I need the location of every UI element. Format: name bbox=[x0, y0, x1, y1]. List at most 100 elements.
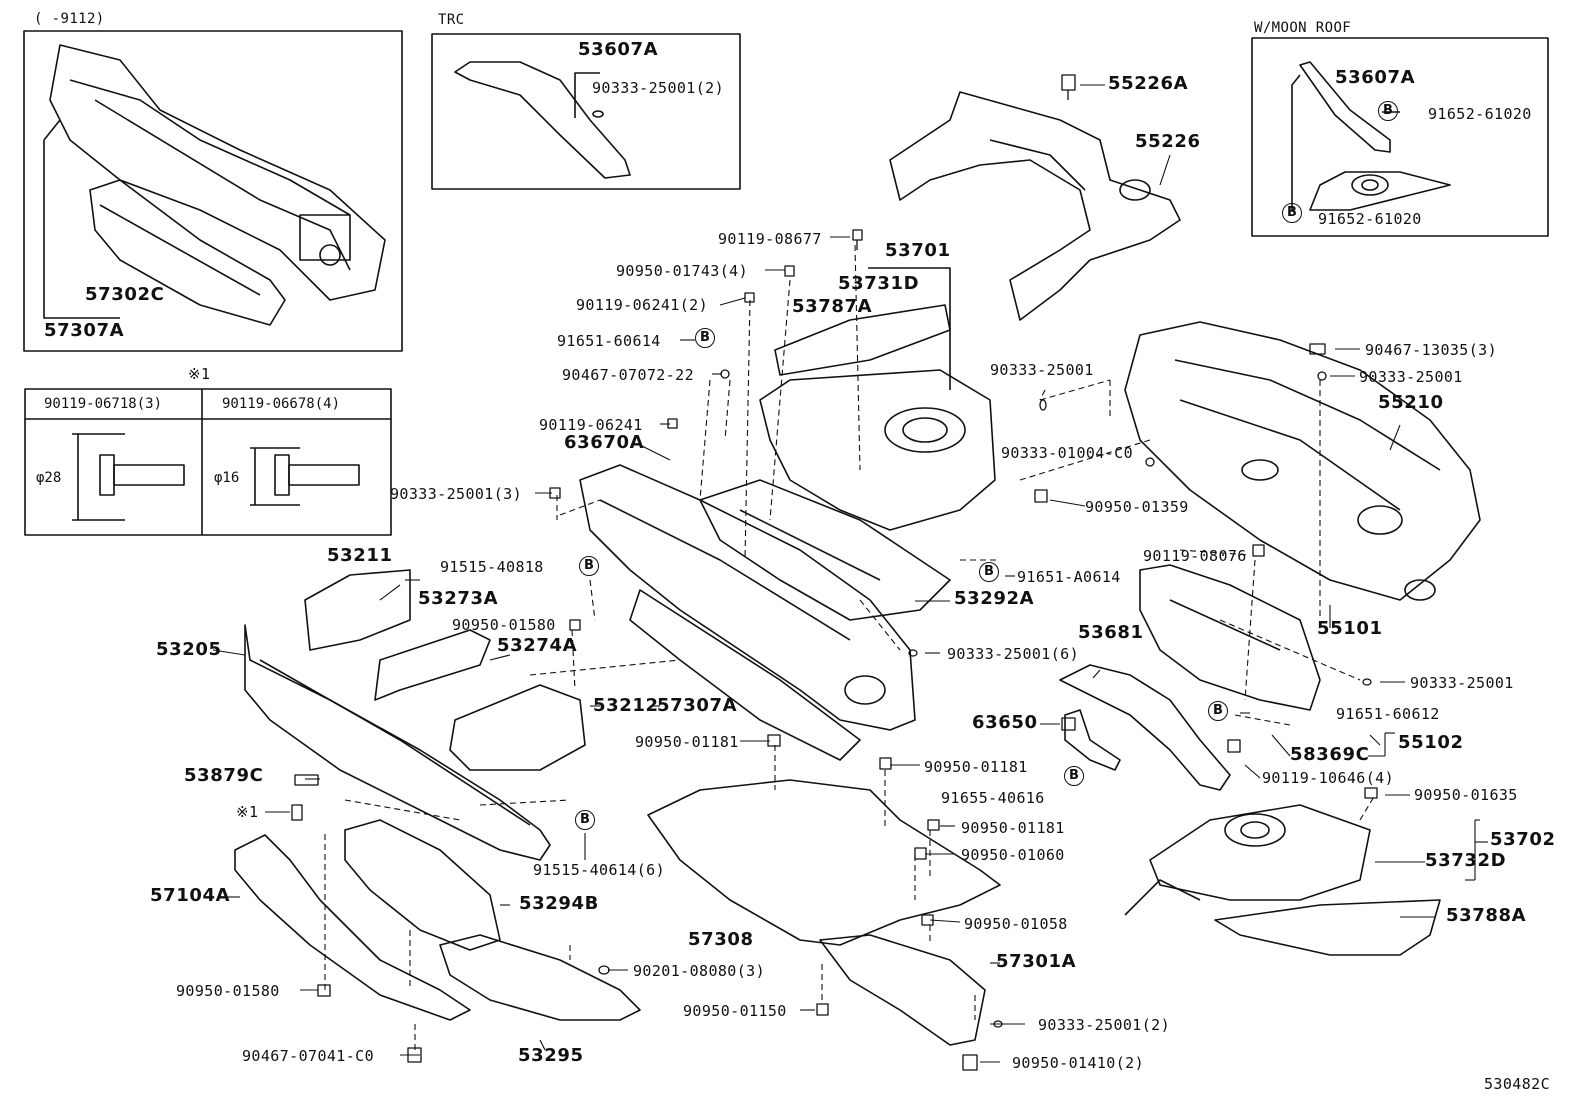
label-90333-25001-2-trc: 90333-25001(2) bbox=[592, 79, 725, 97]
label-91651-60614: 91651-60614 bbox=[557, 332, 661, 350]
label-53731D: 53731D bbox=[838, 273, 920, 294]
label-53294B: 53294B bbox=[519, 893, 599, 914]
under-cover-53294B bbox=[344, 819, 501, 951]
dash-panel-part bbox=[1124, 321, 1481, 601]
inset-label-moonroof: W/MOON ROOF bbox=[1254, 20, 1352, 36]
label-53274A: 53274A bbox=[497, 635, 578, 656]
marker-b: B bbox=[979, 562, 999, 582]
label-53607A-trc: 53607A bbox=[578, 39, 659, 60]
inset-frame-trc bbox=[431, 33, 741, 190]
label-91515-40614: 91515-40614(6) bbox=[533, 861, 666, 879]
under-cover-57104A bbox=[234, 834, 471, 1021]
label-53292A: 53292A bbox=[954, 588, 1035, 609]
radiator-support-upper-part bbox=[579, 464, 916, 761]
label-53702: 53702 bbox=[1490, 829, 1556, 850]
diagram-id: 530482C bbox=[1484, 1075, 1551, 1093]
label-90119-08076: 90119-08076 bbox=[1143, 547, 1247, 565]
label-90950-01181-c: 90950-01181 bbox=[961, 819, 1065, 837]
inset-label-trc: TRC bbox=[438, 12, 465, 28]
label-53701: 53701 bbox=[885, 240, 951, 261]
bracket-53212 bbox=[449, 684, 586, 771]
label-90950-01743: 90950-01743(4) bbox=[616, 262, 749, 280]
label-90950-01635: 90950-01635 bbox=[1414, 786, 1518, 804]
label-55102: 55102 bbox=[1398, 732, 1464, 753]
label-90950-01359: 90950-01359 bbox=[1085, 498, 1189, 516]
bracket-53681 bbox=[1059, 664, 1231, 791]
label-53212: 53212 bbox=[593, 695, 659, 716]
label-90950-01181-b: 90950-01181 bbox=[924, 758, 1028, 776]
label-55226: 55226 bbox=[1135, 131, 1201, 152]
label-53732D: 53732D bbox=[1425, 850, 1507, 871]
label-57307A: 57307A bbox=[657, 695, 738, 716]
label-90333-25001-6: 90333-25001(6) bbox=[947, 645, 1080, 663]
label-55210: 55210 bbox=[1378, 392, 1444, 413]
inset-frame-moonroof bbox=[1251, 37, 1549, 237]
label-91515-40818: 91515-40818 bbox=[440, 558, 544, 576]
label-57308: 57308 bbox=[688, 929, 754, 950]
marker-b: B bbox=[1282, 203, 1302, 223]
label-91652-61020-upper: 91652-61020 bbox=[1428, 105, 1532, 123]
label-58369C: 58369C bbox=[1290, 744, 1370, 765]
label-53607A-moonroof: 53607A bbox=[1335, 67, 1416, 88]
label-90201-08080: 90201-08080(3) bbox=[633, 962, 766, 980]
label-90333-25001-a: 90333-25001 bbox=[990, 361, 1094, 379]
label-91651-A0614: 91651-A0614 bbox=[1017, 568, 1121, 586]
label-90333-25001-c: 90333-25001 bbox=[1410, 674, 1514, 692]
label-90950-01580-a: 90950-01580 bbox=[452, 616, 556, 634]
apron-upper-member-part bbox=[759, 267, 996, 531]
marker-b: B bbox=[695, 328, 715, 348]
label-53787A: 53787A bbox=[792, 296, 873, 317]
label-57307A-inset: 57307A bbox=[44, 320, 125, 341]
hood-lock-support-part bbox=[699, 479, 951, 621]
label-90119-06241-2: 90119-06241(2) bbox=[576, 296, 709, 314]
label-90950-01580-b: 90950-01580 bbox=[176, 982, 280, 1000]
marker-b: B bbox=[579, 556, 599, 576]
bolt-table-note: ※1 bbox=[188, 365, 211, 383]
label-57301A: 57301A bbox=[996, 951, 1077, 972]
moonroof-bracket-part bbox=[1291, 61, 1451, 211]
bolt-table-col2-dim: φ16 bbox=[214, 470, 240, 486]
label-90467-13035: 90467-13035(3) bbox=[1365, 341, 1498, 359]
reinforcement-53788A bbox=[1214, 899, 1441, 956]
marker-b: B bbox=[1378, 101, 1398, 121]
apron-57301A bbox=[819, 934, 986, 1046]
bracket-53211 bbox=[304, 569, 411, 651]
bolt-table-drawings bbox=[72, 433, 360, 521]
inset-frame-top-left bbox=[23, 30, 403, 352]
inset-label-date-range: ( -9112) bbox=[34, 11, 105, 27]
label-63650: 63650 bbox=[972, 712, 1038, 733]
marker-b: B bbox=[575, 810, 595, 830]
label-91655-40616: 91655-40616 bbox=[941, 789, 1045, 807]
label-90467-07072-22: 90467-07072-22 bbox=[562, 366, 695, 384]
trc-bracket-part bbox=[454, 61, 631, 179]
label-53879C: 53879C bbox=[184, 765, 264, 786]
label-53681: 53681 bbox=[1078, 622, 1144, 643]
label-57302C-inset: 57302C bbox=[85, 284, 165, 305]
front-cross-member-part bbox=[244, 624, 551, 861]
label-91652-61020-lower: 91652-61020 bbox=[1318, 210, 1422, 228]
marker-b: B bbox=[1064, 766, 1084, 786]
label-90119-10646: 90119-10646(4) bbox=[1262, 769, 1395, 787]
bolt-table-col1-dim: φ28 bbox=[36, 470, 62, 486]
cowl-side-panel-part bbox=[889, 91, 1181, 321]
label-90119-08677: 90119-08677 bbox=[718, 230, 822, 248]
label-90333-25001-2: 90333-25001(2) bbox=[1038, 1016, 1171, 1034]
label-53273A: 53273A bbox=[418, 588, 499, 609]
apron-lower-right-part bbox=[1124, 804, 1441, 956]
label-90950-01410: 90950-01410(2) bbox=[1012, 1054, 1145, 1072]
label-ref1: ※1 bbox=[236, 803, 259, 821]
under-cover-53295 bbox=[439, 934, 641, 1021]
radiator-support-inset-part bbox=[43, 44, 386, 326]
label-63670A: 63670A bbox=[564, 432, 645, 453]
label-90467-07041-C0: 90467-07041-C0 bbox=[242, 1047, 375, 1065]
label-90333-01004-C0: 90333-01004-C0 bbox=[1001, 444, 1134, 462]
label-53295: 53295 bbox=[518, 1045, 584, 1066]
engine-under-cover-57308 bbox=[647, 779, 1001, 946]
label-90950-01150: 90950-01150 bbox=[683, 1002, 787, 1020]
label-53205: 53205 bbox=[156, 639, 222, 660]
label-55226A: 55226A bbox=[1108, 73, 1189, 94]
bracket-53273A bbox=[374, 629, 491, 701]
label-90950-01060: 90950-01060 bbox=[961, 846, 1065, 864]
bolt-table-col2-header: 90119-06678(4) bbox=[222, 396, 341, 412]
